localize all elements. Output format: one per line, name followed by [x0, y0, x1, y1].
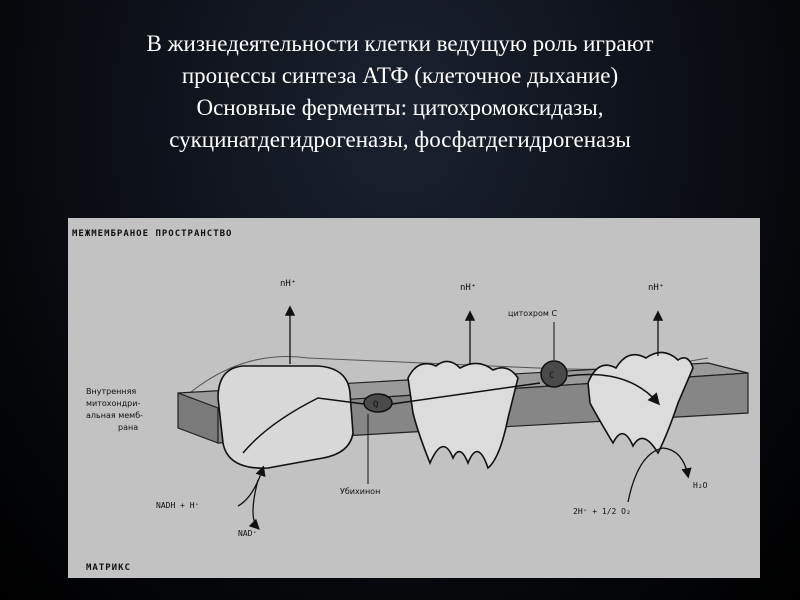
cytochrome-c-symbol: C: [549, 371, 554, 381]
complex-three: [407, 360, 519, 470]
proton-label-3: nH⁺: [648, 283, 664, 293]
ubiquinone-q: [363, 393, 393, 413]
membrane-label-line-3: альная мемб-: [86, 411, 143, 420]
membrane-label: Внутренняя митохондри- альная мемб- рана: [86, 387, 143, 432]
slide-title: В жизнедеятельности клетки ведущую роль …: [20, 28, 780, 156]
nad-arrow: [248, 479, 260, 530]
electron-path: [242, 373, 658, 454]
water-arrow: [627, 447, 692, 503]
title-line-4: сукцинатдегидрогеназы, фосфатдегидрогена…: [169, 127, 631, 152]
water-input-label: 2H⁺ + 1/2 O₂: [573, 507, 631, 516]
cytochrome-c-label: цитохром С: [508, 309, 557, 318]
nadh-arrow: [237, 465, 266, 507]
nadh-label: NADH + H⁺: [156, 501, 199, 510]
ubiquinone-label: Убихинон: [340, 487, 380, 496]
matrix-label: МАТРИКС: [86, 563, 131, 573]
membrane-label-line-1: Внутренняя: [86, 387, 136, 396]
diagram-svg: МЕЖМЕМБРАНОЕ ПРОСТРАНСТВО МАТРИКС Внутре…: [72, 229, 749, 573]
respiratory-chain-diagram: МЕЖМЕМБРАНОЕ ПРОСТРАНСТВО МАТРИКС Внутре…: [68, 218, 760, 578]
cytochrome-c: [540, 360, 568, 388]
complex-four: [587, 351, 694, 455]
membrane-label-line-2: митохондри-: [86, 399, 140, 408]
membrane-label-line-4: рана: [118, 423, 138, 432]
title-line-1: В жизнедеятельности клетки ведущую роль …: [146, 31, 654, 56]
intermembrane-space-label: МЕЖМЕМБРАНОЕ ПРОСТРАНСТВО: [72, 229, 232, 239]
nad-label: NAD⁺: [238, 529, 257, 538]
title-line-2: процессы синтеза АТФ (клеточное дыхание): [181, 63, 619, 88]
proton-label-2: nH⁺: [460, 283, 476, 293]
title-line-3: Основные ферменты: цитохромоксидазы,: [196, 95, 604, 120]
proton-label-1: nH⁺: [280, 279, 296, 289]
ubiquinone-symbol: Q: [373, 400, 378, 410]
water-label: H₂O: [693, 481, 708, 490]
